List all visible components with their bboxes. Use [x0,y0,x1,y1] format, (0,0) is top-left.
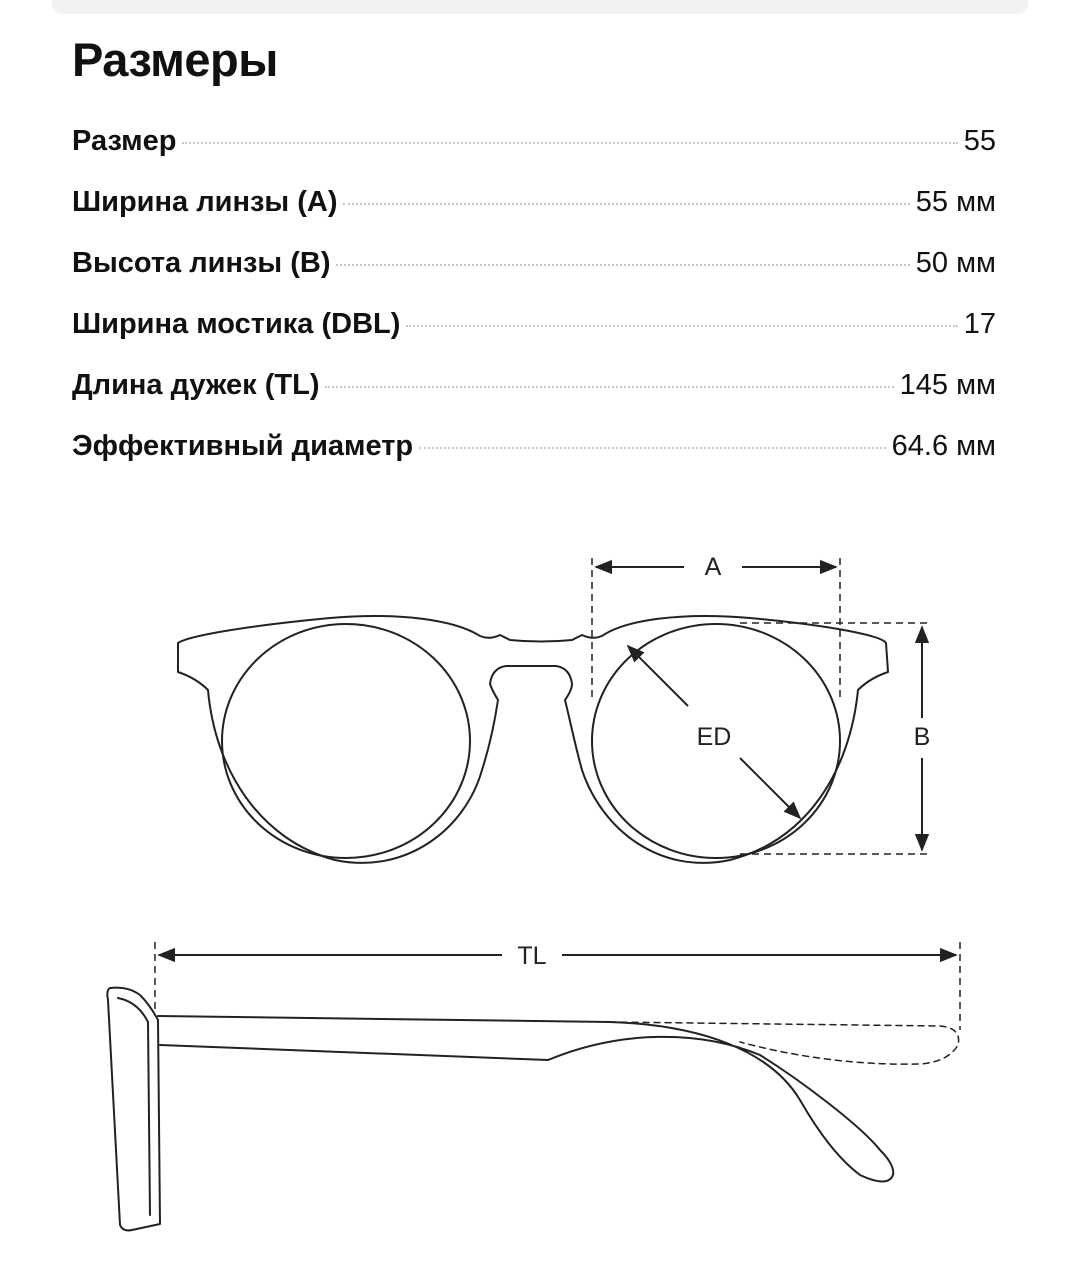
dotted-leader [182,142,958,144]
page-title: Размеры [72,33,278,86]
spec-value: 55 [963,125,996,157]
spec-value: 55 мм [915,186,996,218]
side-frame-lens-edge [117,997,151,1216]
side-frame-front [106,986,161,1232]
spec-value: 50 мм [915,247,996,279]
spec-label: Высота линзы (B) [72,247,331,279]
dimension-a: A [591,553,841,702]
spec-row-lens-height: Высота линзы (B) 50 мм [72,243,996,304]
spec-label: Ширина мостика (DBL) [72,308,401,340]
dimension-tl: TL [154,942,961,1030]
front-view [177,615,889,864]
spec-row-bridge-width: Ширина мостика (DBL) 17 [72,304,996,365]
spec-row-size: Размер 55 [72,121,996,182]
spec-value: 64.6 мм [891,430,996,462]
spec-label: Эффективный диаметр [72,430,414,462]
dimension-tl-label: TL [517,942,546,970]
dimension-ed-label: ED [697,723,732,751]
top-bar [52,0,1028,14]
spec-list: Размер 55 Ширина линзы (A) 55 мм Высота … [72,121,996,487]
spec-value: 17 [963,308,996,340]
dimension-ed: ED [626,644,802,820]
dotted-leader [419,447,886,449]
temple-tip-folded [609,1021,960,1065]
spec-label: Длина дужек (TL) [72,369,320,401]
dimension-b: B [740,622,932,855]
dimension-b-label: B [914,723,931,751]
frame-outline [177,615,889,864]
dotted-leader [406,325,958,327]
spec-row-effective-diameter: Эффективный диаметр 64.6 мм [72,426,996,487]
dimension-a-label: A [705,553,722,581]
dotted-leader [343,203,910,205]
spec-row-temple-length: Длина дужек (TL) 145 мм [72,365,996,426]
spec-value: 145 мм [899,369,996,401]
right-lens [591,623,841,859]
spec-row-lens-width: Ширина линзы (A) 55 мм [72,182,996,243]
temple-arm [157,1015,895,1183]
side-view [106,986,960,1232]
dotted-leader [336,264,910,266]
spec-label: Ширина линзы (A) [72,186,338,218]
left-lens [221,623,471,859]
glasses-diagram: A B ED TL [106,553,961,1232]
dotted-leader [325,386,894,388]
spec-label: Размер [72,125,177,157]
